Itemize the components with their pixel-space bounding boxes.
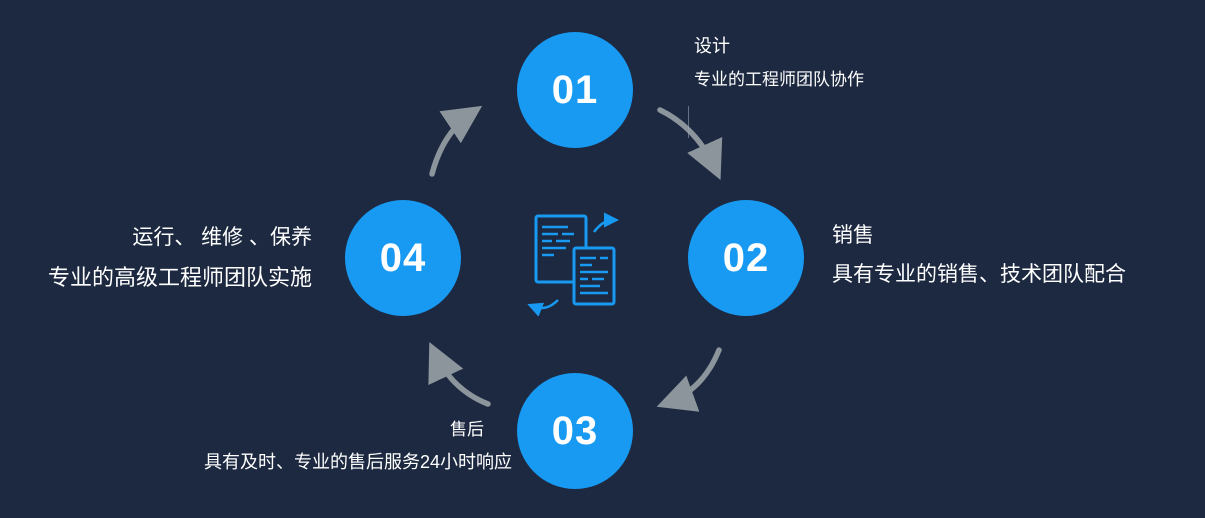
arrow-step3-to-step4 bbox=[428, 342, 491, 407]
step-circle-02: 02 bbox=[688, 200, 804, 316]
sync-arrow-up-icon bbox=[593, 212, 619, 233]
step-circle-03: 03 bbox=[517, 373, 633, 489]
step-number-01: 01 bbox=[551, 67, 599, 112]
step-desc-design: 专业的工程师团队协作 bbox=[694, 69, 864, 89]
step-number-03: 03 bbox=[551, 408, 599, 453]
step-desc-operation: 专业的高级工程师团队实施 bbox=[47, 265, 312, 291]
step-title-aftersales: 售后 bbox=[450, 420, 484, 439]
step-label-sales: 销售 具有专业的销售、技术团队配合 bbox=[832, 224, 1126, 287]
step-number-02: 02 bbox=[722, 235, 770, 280]
step-number-04: 04 bbox=[379, 235, 427, 280]
step-desc-aftersales: 具有及时、专业的售后服务24小时响应 bbox=[203, 451, 512, 472]
design-label-connector-line bbox=[688, 106, 689, 138]
arrow-step2-to-step3 bbox=[656, 347, 722, 412]
arrow-step4-to-step1 bbox=[429, 105, 483, 177]
step-circle-04: 04 bbox=[345, 200, 461, 316]
step-label-operation: 运行、 维修 、保养 专业的高级工程师团队实施 bbox=[48, 226, 312, 290]
front-document-shape bbox=[572, 246, 616, 306]
step-desc-sales: 具有专业的销售、技术团队配合 bbox=[832, 263, 1126, 287]
step-label-design: 设计 专业的工程师团队协作 bbox=[694, 36, 864, 89]
step-title-operation: 运行、 维修 、保养 bbox=[132, 226, 312, 249]
step-circle-01: 01 bbox=[517, 32, 633, 148]
sync-arrow-down-icon bbox=[527, 299, 559, 316]
step-title-design: 设计 bbox=[694, 36, 730, 56]
step-title-sales: 销售 bbox=[832, 224, 874, 247]
documents-sync-icon bbox=[527, 212, 619, 316]
step-label-aftersales: 售后 具有及时、专业的售后服务24小时响应 bbox=[204, 420, 512, 472]
